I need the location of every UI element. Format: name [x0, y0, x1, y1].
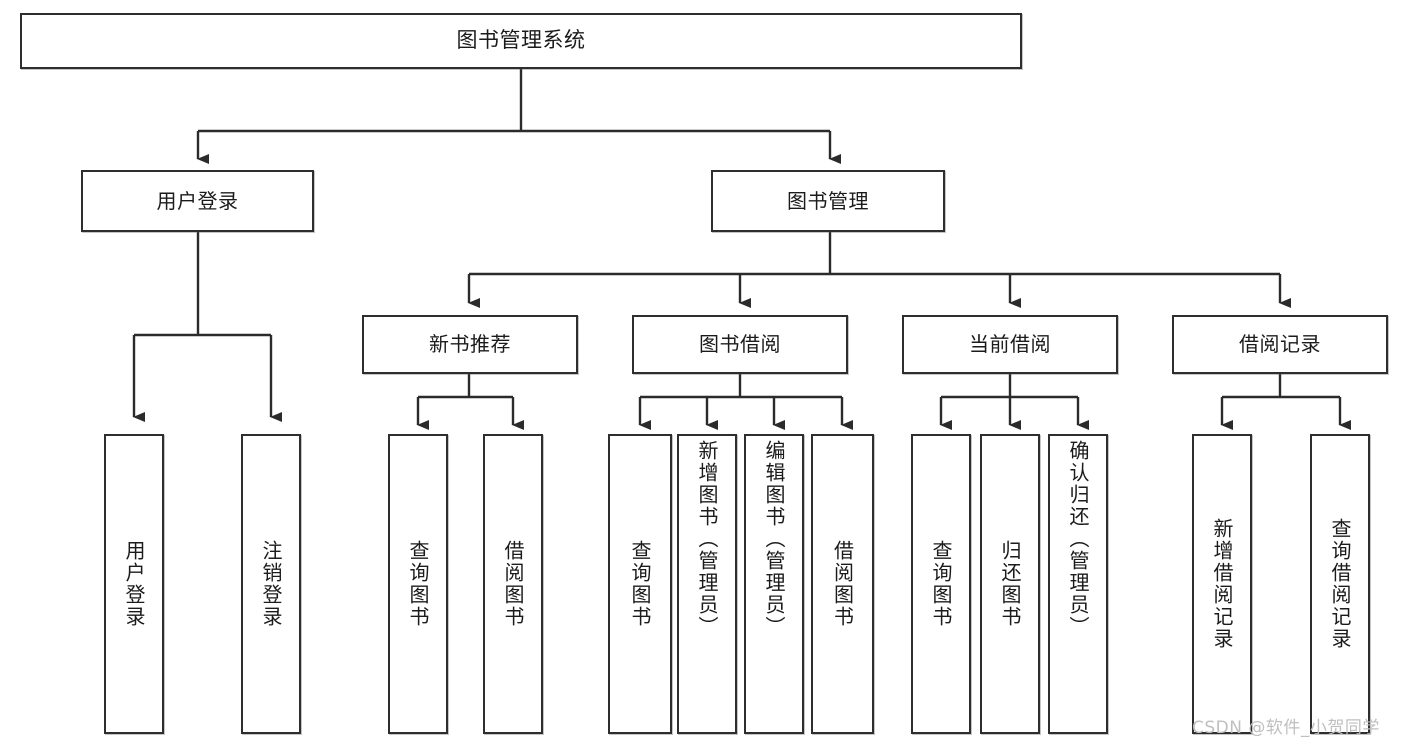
node-label: 查询图书	[406, 540, 430, 628]
node-label: 图书管理系统	[456, 28, 586, 53]
node-label: 注销登录	[259, 540, 283, 628]
node-root-system[interactable]: 图书管理系统	[20, 13, 1022, 69]
node-label: 图书借阅	[699, 332, 781, 357]
node-leaf-edit-book-admin[interactable]: 编辑图书（管理员）	[744, 434, 804, 734]
node-label: 编辑图书（管理员）	[762, 440, 786, 638]
node-leaf-add-book-admin[interactable]: 新增图书（管理员）	[677, 434, 737, 734]
node-label: 查询图书	[929, 540, 953, 628]
node-label: 确认归还（管理员）	[1066, 440, 1090, 638]
node-label: 归还图书	[998, 540, 1022, 628]
node-new-book-recommend[interactable]: 新书推荐	[362, 315, 578, 374]
node-leaf-confirm-return-admin[interactable]: 确认归还（管理员）	[1048, 434, 1108, 734]
node-leaf-borrow-book[interactable]: 借阅图书	[811, 434, 874, 734]
node-label: 查询借阅记录	[1328, 518, 1352, 650]
node-label: 借阅记录	[1239, 332, 1321, 357]
node-leaf-logout[interactable]: 注销登录	[241, 434, 301, 734]
csdn-watermark: CSDN @软件_小贺同学	[1192, 718, 1380, 738]
node-leaf-query-book-recommend[interactable]: 查询图书	[388, 434, 448, 734]
node-leaf-user-login[interactable]: 用户登录	[104, 434, 164, 734]
node-leaf-add-borrow-record[interactable]: 新增借阅记录	[1192, 434, 1252, 734]
node-label: 新增图书（管理员）	[695, 440, 719, 638]
node-leaf-query-book-current[interactable]: 查询图书	[911, 434, 971, 734]
node-label: 用户登录	[156, 188, 239, 213]
node-leaf-query-book-borrow[interactable]: 查询图书	[608, 434, 672, 734]
node-label: 新书推荐	[429, 332, 511, 357]
node-label: 图书管理	[787, 188, 869, 213]
node-leaf-borrow-book-recommend[interactable]: 借阅图书	[483, 434, 543, 734]
node-label: 当前借阅	[969, 332, 1051, 357]
node-current-borrow[interactable]: 当前借阅	[902, 315, 1118, 374]
node-label: 查询图书	[628, 540, 652, 628]
node-user-login[interactable]: 用户登录	[81, 170, 314, 232]
node-label: 新增借阅记录	[1210, 518, 1234, 650]
node-label: 借阅图书	[501, 540, 525, 628]
node-leaf-return-book[interactable]: 归还图书	[980, 434, 1040, 734]
node-book-borrow[interactable]: 图书借阅	[632, 315, 848, 374]
node-book-management[interactable]: 图书管理	[711, 170, 945, 232]
node-label: 借阅图书	[830, 540, 855, 628]
node-leaf-query-borrow-record[interactable]: 查询借阅记录	[1310, 434, 1370, 734]
node-label: 用户登录	[122, 540, 146, 628]
node-borrow-record[interactable]: 借阅记录	[1172, 315, 1388, 374]
